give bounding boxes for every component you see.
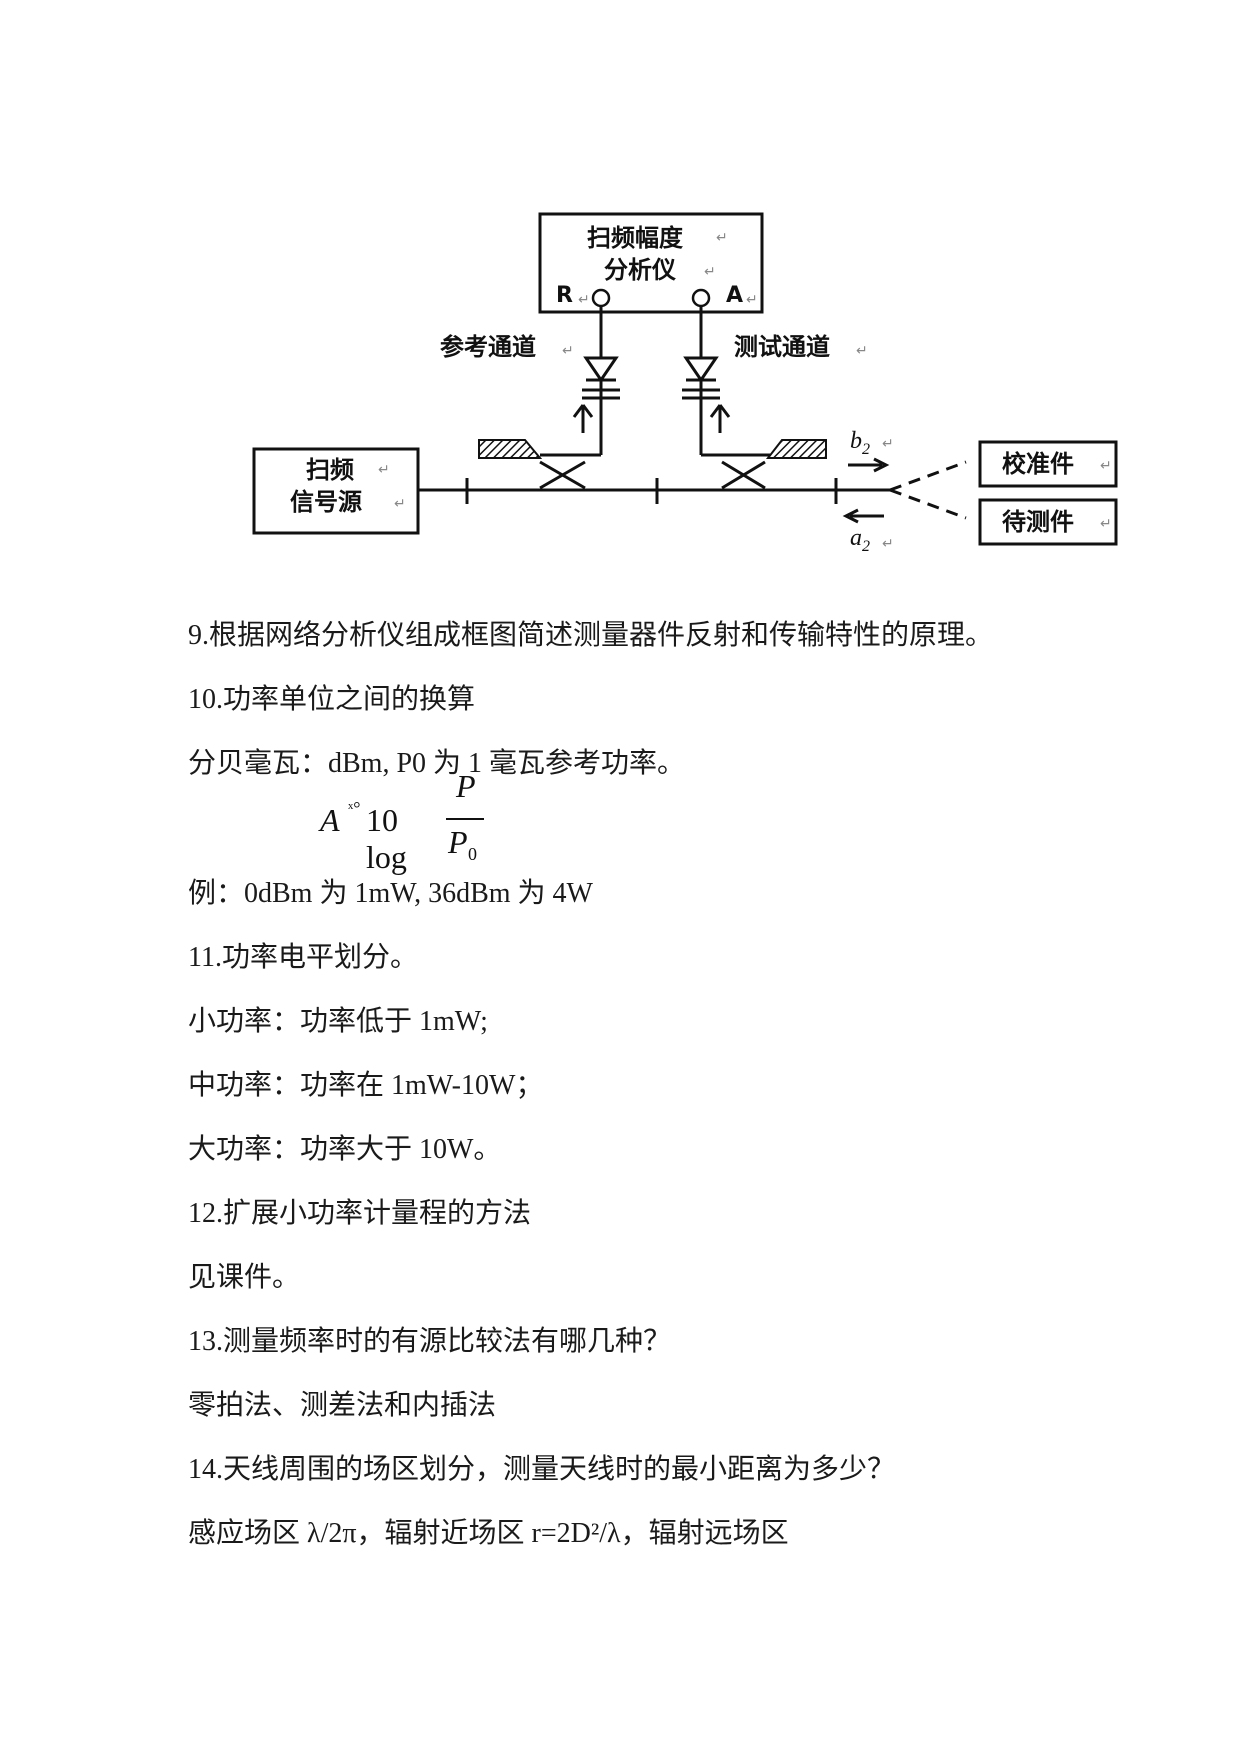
dbm-definition: 分贝毫瓦：dBm, P0 为 1 毫瓦参考功率。 xyxy=(188,748,686,779)
answer-12: 见课件。 xyxy=(188,1262,301,1293)
analyzer-box xyxy=(538,212,764,314)
formula-fraction-bar xyxy=(446,818,484,820)
port-r-label: R xyxy=(556,283,573,308)
b2-label: b2 xyxy=(850,428,870,458)
test-channel-label: 测试通道 xyxy=(734,333,830,361)
high-power: 大功率：功率大于 10W。 xyxy=(188,1134,502,1165)
svg-text:↵: ↵ xyxy=(856,343,868,359)
low-power: 小功率：功率低于 1mW; xyxy=(188,1006,488,1037)
a2-arrow xyxy=(842,508,884,524)
analyzer-label-line1: 扫频幅度 xyxy=(587,224,684,252)
formula-lhs: A xyxy=(320,802,340,838)
answer-13: 零拍法、测差法和内插法 xyxy=(188,1390,497,1421)
question-13: 13.测量频率时的有源比较法有哪几种？ xyxy=(188,1326,672,1357)
medium-power: 中功率：功率在 1mW-10W； xyxy=(188,1070,544,1101)
calibration-standard-box xyxy=(978,440,1118,488)
analyzer-label-line2: 分析仪 xyxy=(604,256,677,284)
formula-denominator-sub: 0 xyxy=(468,844,477,864)
formula-denominator: P xyxy=(448,824,468,860)
dbm-example: 例：0dBm 为 1mW, 36dBm 为 4W xyxy=(188,878,593,909)
svg-text:↵: ↵ xyxy=(1100,458,1112,474)
svg-text:↵: ↵ xyxy=(716,230,728,246)
test-coupler xyxy=(721,460,766,490)
main-transmission-line xyxy=(418,478,890,504)
network-analyzer-block-diagram: 扫频幅度 分析仪 R A 参考通道 测试通道 xyxy=(252,212,1118,555)
reference-channel-label: 参考通道 xyxy=(440,333,536,361)
question-10: 10.功率单位之间的换算 xyxy=(188,684,476,715)
dut-box xyxy=(978,498,1118,546)
svg-text:↵: ↵ xyxy=(378,462,390,478)
reference-coupler xyxy=(539,460,586,490)
svg-text:↵: ↵ xyxy=(746,292,758,308)
svg-text:↵: ↵ xyxy=(578,292,590,308)
sweep-source-label-line1: 扫频 xyxy=(306,456,354,484)
switch-dashed-lines xyxy=(889,460,967,520)
formula-coef: 10 log xyxy=(366,802,407,875)
port-a-connector xyxy=(691,288,711,308)
sweep-source-label-line2: 信号源 xyxy=(290,488,362,516)
svg-text:↵: ↵ xyxy=(562,343,574,359)
formula-symbol: ˣ° xyxy=(348,798,361,818)
question-11: 11.功率电平划分。 xyxy=(188,942,418,973)
question-9: 9.根据网络分析仪组成框图简述测量器件反射和传输特性的原理。 xyxy=(188,620,994,651)
question-14: 14.天线周围的场区划分，测量天线时的最小距离为多少？ xyxy=(188,1454,896,1485)
port-r-connector xyxy=(591,288,611,308)
svg-text:↵: ↵ xyxy=(704,264,716,280)
test-branch xyxy=(682,306,770,457)
paragraph-marks: ↵ ↵ ↵ ↵ ↵ ↵ ↵ ↵ ↵ ↵ ↵ ↵ xyxy=(378,230,1112,552)
b2-arrow xyxy=(848,457,890,473)
question-12: 12.扩展小功率计量程的方法 xyxy=(188,1198,532,1229)
svg-text:↵: ↵ xyxy=(1100,516,1112,532)
reference-matched-load xyxy=(478,439,543,459)
calibration-standard-label: 校准件 xyxy=(1002,450,1074,478)
port-a-label: A xyxy=(726,283,743,308)
svg-text:↵: ↵ xyxy=(394,496,406,512)
a2-label: a2 xyxy=(850,525,870,555)
svg-text:↵: ↵ xyxy=(882,536,894,552)
formula-numerator: P xyxy=(456,768,476,804)
test-matched-load xyxy=(765,439,827,459)
svg-text:↵: ↵ xyxy=(882,436,894,452)
dut-label: 待测件 xyxy=(1002,508,1074,536)
reference-branch xyxy=(540,306,620,457)
answer-14: 感应场区 λ/2π，辐射近场区 r=2D²/λ，辐射远场区 xyxy=(188,1518,789,1549)
